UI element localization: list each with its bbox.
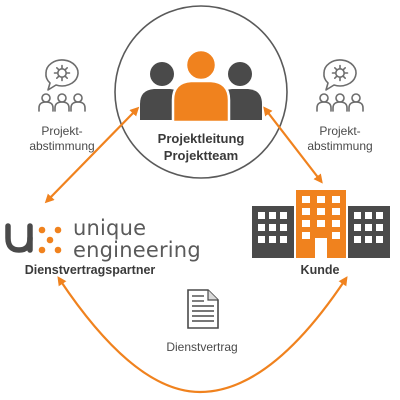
right-meeting-label: Projekt- abstimmung [288,124,392,154]
brand-name: unique engineering [73,217,201,261]
unique-engineering-logo [5,223,62,254]
left-meeting-icon [38,59,86,112]
customer-caption: Kunde [300,263,340,277]
brand-name-line1: unique [73,216,147,240]
left-meeting-label: Projekt- abstimmung [12,124,112,154]
left-meeting-line2: abstimmung [29,139,95,153]
left-meeting-line1: Projekt- [41,124,83,138]
right-meeting-line2: abstimmung [307,139,373,153]
arrow-team-partner [44,106,140,204]
brand-name-line2: engineering [73,238,201,263]
arrow-contract-curve [57,276,348,394]
contract-caption: Dienstvertrag [166,340,238,354]
office-buildings-icon [252,190,390,258]
team-label: Projektleitung Projektteam [131,131,271,165]
arrow-team-customer [263,106,323,184]
team-label-line2: Projektteam [163,147,239,163]
partner-caption: Dienstvertragspartner [24,263,156,277]
document-icon [187,289,219,329]
team-label-line1: Projektleitung [157,131,245,146]
team-people-icon [140,48,262,124]
right-meeting-line1: Projekt- [319,124,361,138]
right-meeting-icon [316,59,364,112]
